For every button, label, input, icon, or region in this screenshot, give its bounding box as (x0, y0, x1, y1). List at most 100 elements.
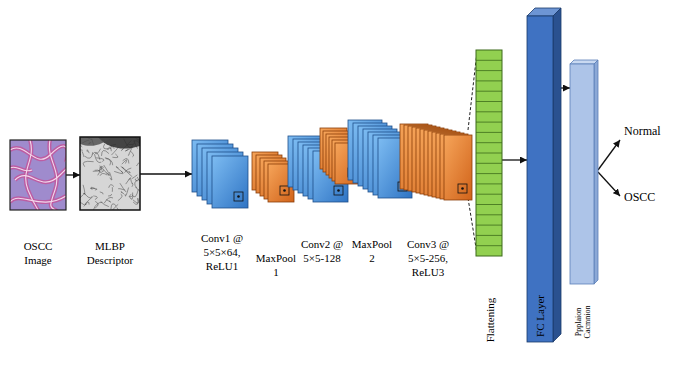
line-path (10, 146, 66, 162)
class-label: Normal (624, 124, 661, 139)
kernel-window (334, 186, 343, 195)
line-path (111, 204, 116, 209)
line-path (123, 159, 129, 164)
layer-graphic (476, 50, 502, 256)
texture-image (80, 137, 140, 210)
flatten-layer: Flattening (476, 50, 502, 256)
flow-arrow (502, 159, 527, 160)
layer-graphic (570, 60, 598, 284)
line-path (95, 149, 101, 154)
line-path (26, 140, 39, 210)
flow-arrow (66, 174, 80, 175)
line-path (49, 140, 58, 210)
line-path (94, 196, 97, 200)
image-frame (80, 137, 140, 210)
line-path (126, 178, 130, 184)
line-path (109, 185, 114, 188)
input-image: OSCC Image (10, 140, 66, 210)
layer-graphic (10, 140, 66, 210)
output-arrow (598, 140, 620, 170)
line-path (110, 172, 112, 180)
flatten-cell (476, 122, 502, 123)
line-path (112, 154, 118, 158)
flatten-cell (476, 173, 502, 174)
layer-label: Conv1 @ 5×5×64, ReLU1 (191, 232, 253, 273)
layer-graphic (80, 137, 140, 210)
flatten-cell (476, 111, 502, 112)
line-path (133, 198, 139, 203)
line-path (80, 137, 112, 146)
line-path (125, 188, 128, 197)
line-path (10, 167, 32, 171)
line-path (84, 202, 89, 206)
layer-label: Ppplaion Cacmnion (575, 299, 593, 345)
flatten-cell (476, 204, 502, 205)
line-path (100, 192, 103, 194)
flatten-cell (476, 70, 502, 71)
line-path (118, 189, 125, 190)
line-path (129, 193, 133, 200)
flatten-cell (476, 183, 502, 184)
bar-top (570, 60, 598, 64)
line-path (15, 165, 66, 185)
feature-map-stack (400, 124, 472, 200)
kernel-window (234, 192, 243, 201)
line-path (94, 202, 103, 209)
layer-label: Conv2 @ 5×5-128 (299, 238, 345, 266)
line-path (101, 167, 102, 171)
line-path (85, 152, 93, 158)
flatten-bar (476, 50, 502, 256)
line-path (112, 187, 113, 192)
flatten-cell (476, 142, 502, 143)
flow-arrow (140, 173, 192, 174)
kernel-dot (237, 195, 240, 198)
line-path (133, 198, 138, 204)
flatten-cell (476, 101, 502, 102)
line-path (111, 148, 118, 156)
line-path (131, 151, 134, 157)
layer-label: MaxPool 1 (254, 252, 298, 280)
line-path (87, 150, 89, 153)
conv-layer: Conv3 @ 5×5-256, ReLU3 (348, 120, 472, 200)
kernel-window (458, 184, 467, 193)
flatten-cell (476, 235, 502, 236)
line-path (129, 194, 132, 196)
bar-front (570, 64, 594, 284)
line-path (80, 193, 85, 198)
flatten-cell (476, 163, 502, 164)
layer-label: MaxPool 2 (350, 238, 394, 266)
descriptor-image: MLBP Descriptor (80, 137, 140, 210)
line-path (92, 152, 100, 160)
kernel-dot (337, 189, 340, 192)
bar-front (527, 16, 553, 342)
fc-layer: FC Layer (527, 8, 561, 342)
line-path (135, 179, 139, 188)
line-path (83, 161, 93, 166)
layer-label: Flattening (484, 298, 496, 343)
line-path (121, 166, 131, 173)
line-path (85, 193, 92, 197)
bar-side (594, 60, 598, 284)
feature-map-stack (192, 140, 248, 208)
output-arrow (598, 172, 620, 196)
line-path (100, 173, 107, 175)
bar-side (553, 8, 561, 342)
conv-layer: Conv1 @ 5×5×64, ReLU1 (192, 140, 248, 208)
layer-label: FC Layer (534, 295, 546, 337)
layer-graphic (527, 8, 561, 342)
kernel-dot (283, 189, 286, 192)
flatten-cell (476, 194, 502, 195)
class-label: OSCC (624, 190, 655, 205)
line-path (95, 201, 98, 208)
flatten-cell (476, 225, 502, 226)
flatten-cell (476, 214, 502, 215)
layer-label: OSCC Image (13, 240, 63, 268)
line-path (120, 183, 126, 192)
line-path (95, 154, 102, 162)
line-path (108, 194, 112, 196)
layer-graphic (192, 140, 248, 208)
flatten-cell (476, 80, 502, 81)
line-path (100, 167, 105, 173)
flow-arrow (561, 87, 570, 88)
